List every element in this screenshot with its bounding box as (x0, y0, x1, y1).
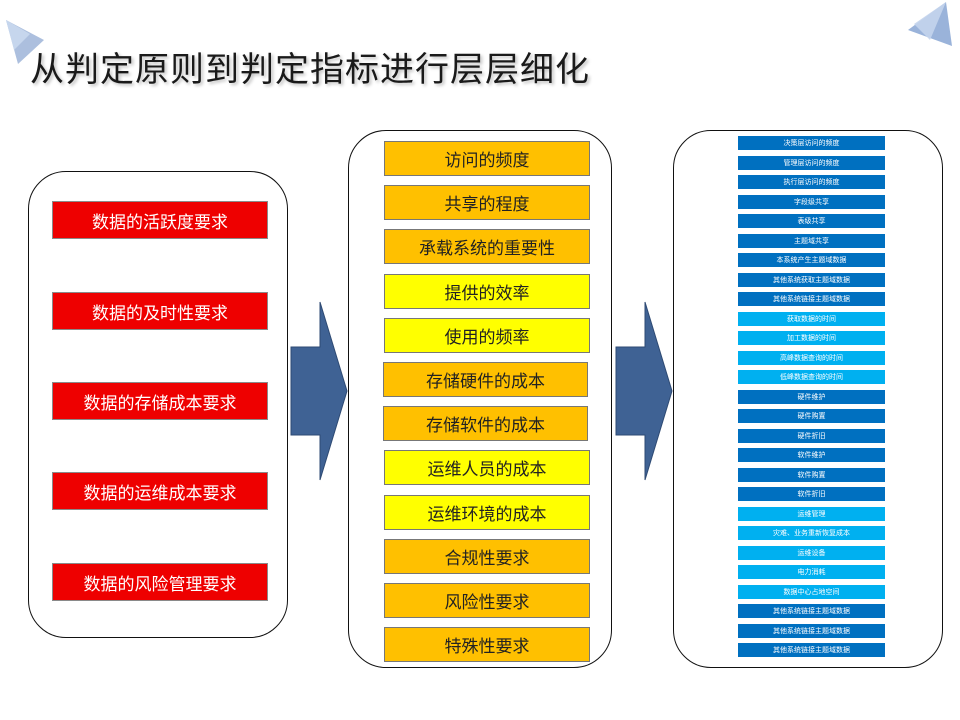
arrow-right-icon (290, 301, 348, 481)
indicator-box: 其他系统链接主题域数据 (738, 292, 885, 306)
indicator-box: 运维设备 (738, 545, 885, 560)
principle-box: 数据的风险管理要求 (52, 563, 268, 601)
corner-decoration-left (6, 20, 44, 64)
criteria-box: 使用的频率 (384, 317, 590, 353)
indicator-box: 其他系统获取主题域数据 (738, 272, 885, 287)
page-title: 从判定原则到判定指标进行层层细化 (30, 50, 590, 90)
indicator-box: 决策层访问的频度 (738, 136, 885, 150)
indicator-box: 灾难、业务重新恢复成本 (738, 526, 885, 540)
principle-box: 数据的运维成本要求 (52, 472, 268, 510)
indicator-box: 加工数据的时间 (738, 331, 885, 345)
indicator-box: 本系统产生主题域数据 (738, 253, 885, 267)
indicator-box: 获取数据的时间 (738, 311, 885, 326)
indicator-box: 电力消耗 (738, 565, 885, 579)
criteria-box: 风险性要求 (384, 583, 590, 618)
indicator-box: 执行层访问的频度 (738, 175, 885, 189)
indicator-box: 软件折旧 (738, 487, 885, 501)
indicator-box: 硬件维护 (738, 389, 885, 404)
indicator-box: 硬件折旧 (738, 428, 885, 443)
indicator-box: 其他系统链接主题域数据 (738, 643, 885, 657)
indicator-box: 管理层访问的频度 (738, 155, 885, 170)
criteria-box: 特殊性要求 (384, 627, 590, 663)
indicator-box: 高峰数据查询的时间 (738, 350, 885, 365)
indicator-box: 表级共享 (738, 214, 885, 228)
criteria-box: 存储软件的成本 (383, 406, 588, 442)
indicator-box: 主题域共享 (738, 233, 885, 248)
principle-box: 数据的活跃度要求 (52, 201, 268, 239)
criteria-box: 访问的频度 (384, 141, 590, 176)
indicator-box: 其他系统链接主题域数据 (738, 604, 885, 618)
indicator-box: 软件购置 (738, 467, 885, 482)
corner-decoration-right (908, 2, 952, 46)
principle-box: 数据的存储成本要求 (52, 382, 268, 420)
indicator-box: 其他系统链接主题域数据 (738, 623, 885, 638)
arrow-right-icon (615, 301, 673, 481)
indicator-box: 数据中心占地空间 (738, 584, 885, 599)
indicator-box: 软件维护 (738, 448, 885, 462)
criteria-box: 承载系统的重要性 (384, 229, 590, 265)
criteria-box: 共享的程度 (384, 185, 590, 221)
indicator-box: 运维管理 (738, 506, 885, 521)
criteria-box: 运维环境的成本 (384, 494, 590, 530)
indicator-box: 低峰数据查询的时间 (738, 370, 885, 384)
principle-box: 数据的及时性要求 (52, 292, 268, 330)
criteria-box: 合规性要求 (384, 538, 590, 574)
criteria-box: 运维人员的成本 (384, 450, 590, 486)
indicator-box: 字段级共享 (738, 194, 885, 209)
indicator-box: 硬件购置 (738, 409, 885, 423)
criteria-box: 存储硬件的成本 (383, 362, 588, 397)
criteria-box: 提供的效率 (384, 273, 590, 309)
